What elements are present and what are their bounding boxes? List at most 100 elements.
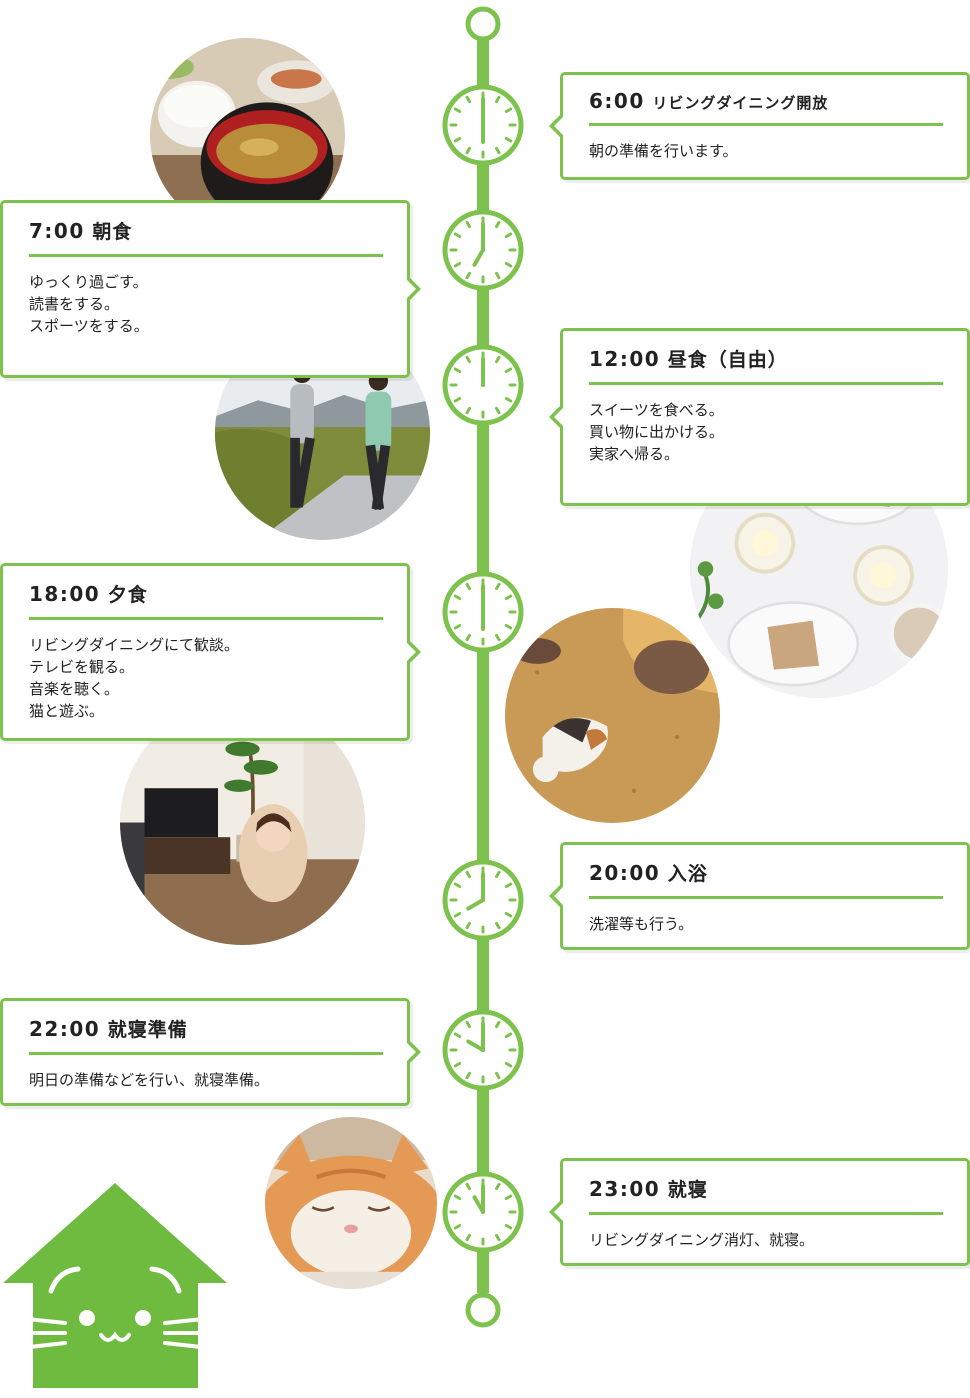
- clock-tick: [465, 1182, 471, 1191]
- clock-tick: [504, 232, 513, 238]
- clock-tick: [453, 1194, 462, 1200]
- clock-tick: [453, 594, 462, 600]
- clock-tick: [495, 220, 501, 229]
- clock-tick: [495, 582, 501, 591]
- card-title: 7:00 朝食: [29, 217, 383, 257]
- card-title: 12:00 昼食（自由）: [589, 345, 943, 385]
- card-time: 22:00: [29, 1017, 101, 1041]
- schedule-card-2000: 20:00 入浴 洗濯等も行う。: [549, 842, 970, 950]
- card-body: 朝の準備を行います。: [589, 142, 738, 160]
- card-name: 夕食: [107, 584, 148, 606]
- clock-tick: [504, 107, 513, 113]
- card-name: 朝食: [92, 221, 133, 243]
- clock-tick: [453, 107, 462, 113]
- clock-tick: [495, 146, 501, 155]
- clock-tick: [465, 870, 471, 879]
- cat-ear-left: [48, 1266, 81, 1294]
- clock-tick: [465, 582, 471, 591]
- clock-tick: [495, 870, 501, 879]
- clock-tick: [465, 220, 471, 229]
- cat-mouth: [99, 1331, 131, 1342]
- clock-tick: [453, 1224, 462, 1230]
- clock-tick: [504, 594, 513, 600]
- clock-tick: [495, 1233, 501, 1242]
- clock-tick: [465, 355, 471, 364]
- card-title: 6:00 リビングダイニング開放: [589, 89, 943, 126]
- clock-tick: [465, 146, 471, 155]
- clock-tick: [504, 367, 513, 373]
- schedule-card-2300: 23:00 就寝 リビングダイニング消灯、就寝。: [549, 1158, 970, 1266]
- clock-tick: [465, 1071, 471, 1080]
- card-body: スイーツを食べる。 買い物に出かける。 実家へ帰る。: [589, 401, 725, 463]
- card-title: 20:00 入浴: [589, 859, 943, 899]
- clock-icon: [442, 84, 524, 166]
- card-time: 18:00: [29, 582, 101, 606]
- clock-tick: [495, 355, 501, 364]
- timeline-start-cap: [465, 6, 501, 42]
- clock-icon: [442, 859, 524, 941]
- cat-ear-right: [149, 1266, 182, 1294]
- photo-cat-play: [505, 608, 720, 823]
- clock-tick: [504, 1062, 513, 1068]
- clock-tick: [495, 1182, 501, 1191]
- card-body: リビングダイニング消灯、就寝。: [589, 1231, 815, 1249]
- card-name: リビングダイニング開放: [652, 94, 829, 112]
- schedule-card-2200: 22:00 就寝準備 明日の準備などを行い、就寝準備。: [0, 998, 421, 1106]
- clock-tick: [504, 882, 513, 888]
- timeline-end-cap: [465, 1292, 501, 1328]
- clock-hour-hand: [466, 1039, 485, 1052]
- schedule-card-0600: 6:00 リビングダイニング開放 朝の準備を行います。: [549, 72, 970, 180]
- clock-tick: [453, 137, 462, 143]
- clock-tick: [495, 406, 501, 415]
- card-time: 6:00: [589, 89, 645, 113]
- house-shape: [3, 1183, 227, 1388]
- clock-hour-hand: [472, 248, 485, 267]
- clock-tick: [495, 633, 501, 642]
- clock-tick: [495, 921, 501, 930]
- clock-icon: [442, 1009, 524, 1091]
- card-body: ゆっくり過ごす。 読書をする。 スポーツをする。: [29, 273, 149, 335]
- clock-tick: [453, 624, 462, 630]
- card-body: 洗濯等も行う。: [589, 915, 694, 933]
- clock-tick: [465, 1233, 471, 1242]
- card-time: 20:00: [589, 861, 661, 885]
- clock-hour-hand: [466, 898, 485, 911]
- clock-tick: [504, 1224, 513, 1230]
- clock-icon: [442, 344, 524, 426]
- clock-tick: [504, 624, 513, 630]
- clock-tick: [495, 1020, 501, 1029]
- clock-tick: [465, 406, 471, 415]
- schedule-card-1200: 12:00 昼食（自由） スイーツを食べる。 買い物に出かける。 実家へ帰る。: [549, 328, 970, 506]
- clock-tick: [465, 271, 471, 280]
- clock-tick: [504, 1032, 513, 1038]
- clock-tick: [495, 271, 501, 280]
- clock-tick: [453, 1062, 462, 1068]
- clock-icon: [442, 571, 524, 653]
- clock-tick: [495, 1071, 501, 1080]
- card-time: 12:00: [589, 347, 661, 371]
- clock-tick: [453, 1032, 462, 1038]
- clock-tick: [465, 95, 471, 104]
- schedule-card-0700: 7:00 朝食 ゆっくり過ごす。 読書をする。 スポーツをする。: [0, 200, 421, 378]
- schedule-card-1800: 18:00 夕食 リビングダイニングにて歓談。 テレビを観る。 音楽を聴く。 猫…: [0, 563, 421, 741]
- cat-eye-right: [135, 1310, 151, 1326]
- clock-tick: [504, 1194, 513, 1200]
- clock-tick: [453, 232, 462, 238]
- card-title: 18:00 夕食: [29, 580, 383, 620]
- card-name: 入浴: [667, 863, 708, 885]
- clock-tick: [453, 367, 462, 373]
- clock-tick: [495, 95, 501, 104]
- clock-tick: [453, 262, 462, 268]
- clock-tick: [465, 1020, 471, 1029]
- clock-tick: [504, 397, 513, 403]
- clock-tick: [465, 633, 471, 642]
- card-name: 就寝準備: [107, 1019, 188, 1041]
- card-body: 明日の準備などを行い、就寝準備。: [29, 1071, 270, 1089]
- card-time: 7:00: [29, 219, 85, 243]
- card-time: 23:00: [589, 1177, 661, 1201]
- card-title: 23:00 就寝: [589, 1175, 943, 1215]
- card-name: 就寝: [667, 1179, 708, 1201]
- clock-tick: [453, 912, 462, 918]
- cat-eye-left: [79, 1310, 95, 1326]
